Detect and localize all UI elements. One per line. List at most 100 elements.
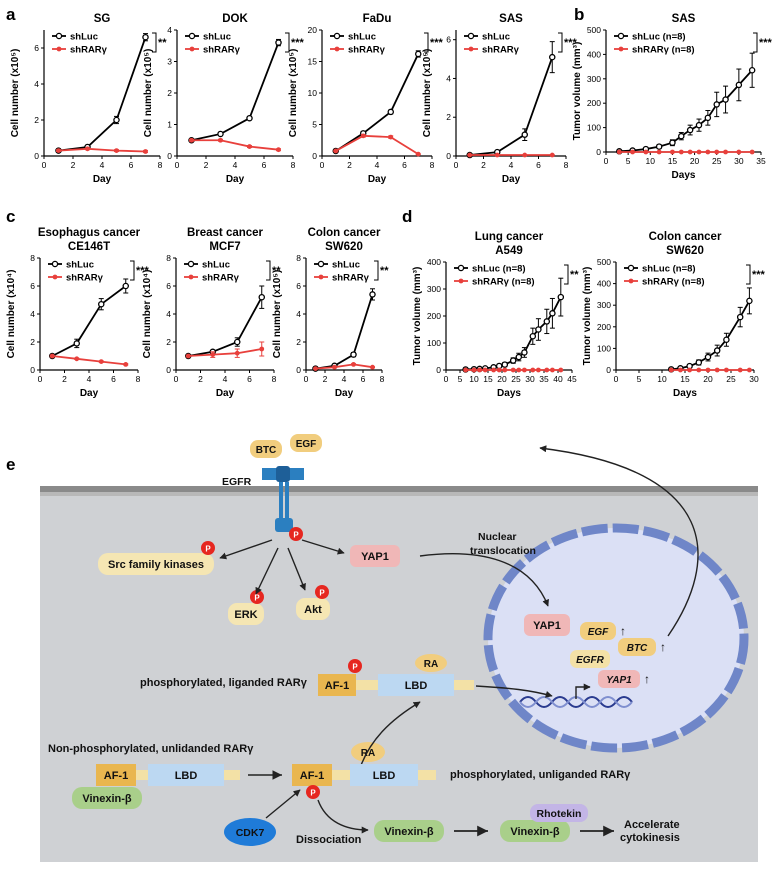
- y-tick-label: 4: [166, 309, 171, 319]
- af1-liganded-box: [318, 674, 356, 696]
- data-point: [218, 137, 223, 143]
- data-point: [696, 367, 702, 373]
- signaling-diagram: BTC EGF EGFR P Src family kinases P ERK …: [40, 434, 758, 862]
- arrow-to-src: [219, 539, 273, 560]
- label-nonphos: Non-phosphorylated, unlidanded RARγ: [48, 743, 254, 755]
- data-point: [521, 349, 528, 356]
- series-line: [52, 355, 126, 366]
- lbd-nonphos-label: LBD: [175, 770, 198, 782]
- legend-entry: shLuc: [203, 32, 231, 43]
- vinexin-complex-label: Vinexin-β: [510, 826, 560, 838]
- x-tick-label: 5: [637, 374, 642, 384]
- ra-liganded-label: RA: [424, 659, 438, 670]
- y-tick-label: 2: [30, 337, 35, 347]
- x-tick-label: 0: [614, 374, 619, 384]
- legend-entry: shRARγ: [70, 45, 108, 56]
- y-tick-label: 4: [34, 79, 39, 89]
- data-point: [549, 310, 556, 317]
- data-point: [736, 149, 742, 155]
- x-tick-label: 0: [304, 374, 309, 384]
- x-tick-label: 30: [734, 156, 744, 166]
- gene-egf-label: EGF: [588, 627, 609, 638]
- y-tick-label: 0: [606, 365, 611, 375]
- akt-box: [296, 598, 330, 620]
- significance-bracket: [424, 32, 429, 53]
- x-tick-label: 20: [690, 156, 700, 166]
- data-point: [463, 367, 468, 373]
- data-point: [550, 367, 555, 373]
- data-point: [549, 53, 556, 61]
- data-point: [522, 367, 527, 373]
- x-tick-label: 8: [158, 160, 163, 170]
- nucleus: [483, 523, 749, 753]
- btc-ligand-label: BTC: [256, 445, 277, 456]
- data-point: [98, 300, 105, 308]
- legend-entry: shLuc (n=8): [642, 264, 696, 275]
- x-tick-label: 6: [111, 374, 116, 384]
- y-tick-label: 8: [296, 253, 301, 263]
- legend-marker: [56, 46, 62, 52]
- x-axis-label: Day: [368, 174, 387, 185]
- y-tick-label: 100: [597, 343, 611, 353]
- legend-entry: shRARγ: [482, 45, 520, 56]
- legend-marker: [187, 260, 195, 268]
- x-tick-label: 2: [347, 160, 352, 170]
- y-tick-label: 2: [446, 112, 451, 122]
- x-axis-label: Day: [216, 388, 235, 399]
- chart-title: SAS: [499, 13, 523, 25]
- af1-unlig-phospho-label: P: [310, 789, 316, 798]
- vinexin-complex-box: [500, 820, 570, 842]
- y-tick-label: 4: [167, 25, 172, 35]
- legend-marker: [628, 278, 634, 284]
- y-tick-label: 8: [166, 253, 171, 263]
- af1-nonphos-label: AF-1: [104, 770, 128, 782]
- legend-marker: [467, 32, 475, 40]
- series-line: [315, 363, 373, 370]
- y-tick-label: 4: [296, 309, 301, 319]
- x-tick-label: 6: [536, 160, 541, 170]
- arrow-ligand-binding: [359, 701, 421, 769]
- data-point: [351, 362, 356, 367]
- legend-entry: shLuc: [348, 32, 376, 43]
- significance-bracket: [746, 264, 751, 285]
- y-tick-label: 1: [167, 120, 172, 130]
- legend-entry: shRARγ (n=8): [642, 277, 705, 288]
- data-point: [669, 139, 676, 146]
- legend-entry: shRARγ: [203, 45, 241, 56]
- vinexin-free-box: [374, 820, 444, 842]
- af1-nonphos-box: [96, 764, 136, 786]
- y-tick-label: 300: [597, 300, 611, 310]
- data-point: [350, 351, 357, 358]
- y-tick-label: 6: [30, 281, 35, 291]
- significance-bracket: [130, 260, 135, 281]
- y-tick-label: 4: [30, 309, 35, 319]
- y-tick-label: 6: [296, 281, 301, 291]
- data-point: [482, 367, 488, 373]
- y-tick-label: 2: [34, 115, 39, 125]
- af1-unlig-box: [292, 764, 332, 786]
- legend-entry: shRARγ (n=8): [472, 277, 535, 288]
- x-tick-label: 4: [87, 374, 92, 384]
- y-tick-label: 0: [436, 365, 441, 375]
- legend-marker: [457, 264, 465, 272]
- x-tick-label: 6: [402, 160, 407, 170]
- linker-nonphos-end: [224, 770, 240, 780]
- panel-label-e: e: [6, 455, 15, 474]
- panel-label-d: d: [402, 207, 412, 226]
- chart-title-line: Breast cancer: [187, 227, 264, 239]
- y-tick-label: 200: [427, 311, 441, 321]
- y-tick-label: 100: [587, 123, 601, 133]
- chart-title-line: CE146T: [68, 241, 110, 253]
- legend-entry: shRARγ: [66, 273, 104, 284]
- data-point: [747, 367, 752, 373]
- y-tick-label: 300: [427, 284, 441, 294]
- x-tick-label: 10: [469, 374, 479, 384]
- legend-marker: [334, 46, 340, 52]
- y-axis-label: Tumor volume (mm³): [572, 42, 583, 141]
- x-tick-label: 8: [272, 374, 277, 384]
- y-tick-label: 3: [167, 57, 172, 67]
- y-tick-label: 6: [446, 35, 451, 45]
